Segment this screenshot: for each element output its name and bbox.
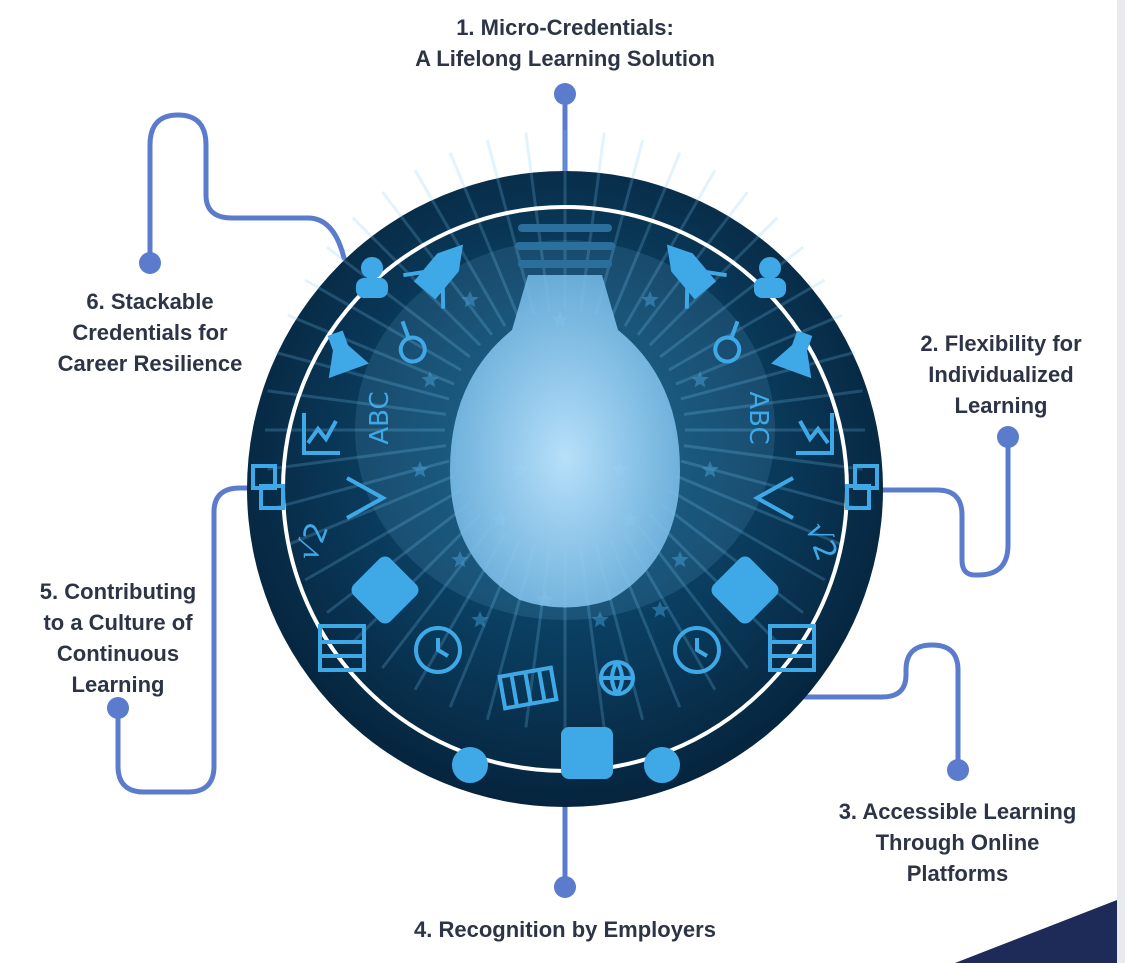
node-label-4: 4. Recognition by Employers — [325, 914, 805, 945]
clock-icon — [673, 626, 721, 674]
globe-icon — [599, 660, 635, 696]
node-label-5-line: Continuous — [56, 641, 180, 666]
page-edge — [1117, 0, 1125, 963]
abc-icon: ABC — [365, 391, 395, 444]
flask-icon — [771, 330, 813, 379]
node-label-6-line: Career Resilience — [57, 351, 243, 376]
light-ray — [287, 474, 455, 547]
connector-6 — [147, 112, 347, 266]
light-ray — [274, 350, 450, 401]
graph-icon — [796, 413, 834, 455]
microscope-icon — [713, 320, 742, 364]
star-icon — [411, 461, 429, 478]
rocket-icon — [666, 244, 727, 309]
graph-icon — [302, 413, 340, 455]
node-label-2-line: Individualized — [928, 362, 1074, 387]
compass-icon — [752, 476, 794, 520]
abacus-icon — [768, 624, 816, 672]
person-icon — [754, 257, 786, 298]
light-ray — [675, 474, 843, 547]
star-icon — [691, 371, 709, 388]
star-icon — [451, 551, 469, 568]
apple-icon — [452, 747, 488, 783]
connector-lines — [115, 91, 1011, 890]
star-icon — [591, 611, 609, 628]
compass-icon — [346, 476, 388, 520]
clock-icon — [414, 626, 462, 674]
node-label-4-line: 4. Recognition by Employers — [414, 917, 716, 942]
star-icon — [471, 611, 489, 628]
connector-dot-6 — [139, 252, 161, 274]
light-ray — [609, 152, 682, 320]
light-ray — [675, 313, 843, 386]
light-ray — [668, 278, 826, 372]
person-icon — [356, 257, 388, 298]
node-label-3-line: 3. Accessible Learning — [838, 799, 1077, 824]
node-label-2-line: 2. Flexibility for — [920, 331, 1082, 356]
connector-dot-5 — [107, 697, 129, 719]
star-icon — [701, 461, 719, 478]
connector-dot-1 — [554, 83, 576, 105]
star-icon — [461, 291, 479, 308]
center-illustration: ABC ABC √2 √2 — [247, 130, 883, 807]
node-label-2: 2. Flexibility for Individualized Learni… — [886, 328, 1116, 421]
light-ray — [304, 488, 462, 582]
light-ray — [304, 278, 462, 372]
node-label-6-line: Credentials for — [72, 320, 228, 345]
light-ray — [668, 488, 826, 582]
node-label-3: 3. Accessible Learning Through Online Pl… — [800, 796, 1115, 889]
node-label-6-line: 6. Stackable — [86, 289, 214, 314]
light-ray — [287, 313, 455, 386]
light-ray — [448, 152, 521, 320]
star-icon — [641, 291, 659, 308]
apple-icon — [644, 747, 680, 783]
node-label-1-line: A Lifelong Learning Solution — [415, 46, 715, 71]
microscope-icon — [398, 320, 427, 364]
node-label-1-line: 1. Micro-Credentials: — [456, 15, 674, 40]
blocks-icon — [845, 464, 879, 510]
lightbulb-icon — [355, 224, 775, 620]
light-ray — [326, 501, 471, 614]
connector-dot-3 — [947, 759, 969, 781]
node-label-5-line: to a Culture of — [43, 610, 193, 635]
light-ray — [683, 444, 863, 471]
abacus-icon — [318, 624, 366, 672]
star-icon — [651, 601, 669, 618]
calculator-icon — [561, 727, 613, 779]
node-label-3-line: Through Online — [875, 830, 1040, 855]
calculator-icon — [711, 556, 779, 624]
connector-dot-4 — [554, 876, 576, 898]
connector-5 — [115, 485, 253, 795]
node-label-5-line: Learning — [71, 672, 165, 697]
node-label-1: 1. Micro-Credentials: A Lifelong Learnin… — [325, 12, 805, 74]
node-label-3-line: Platforms — [906, 861, 1009, 886]
star-icon — [671, 551, 689, 568]
light-ray — [351, 513, 482, 644]
abacus-icon — [497, 665, 559, 711]
connector-dots — [107, 83, 1019, 898]
node-label-5: 5. Contributing to a Culture of Continuo… — [10, 576, 226, 700]
rocket-icon — [403, 244, 464, 309]
blocks-icon — [251, 464, 285, 510]
node-label-5-line: 5. Contributing — [39, 579, 197, 604]
corner-accent-shape — [955, 900, 1117, 963]
calculator-icon — [351, 556, 419, 624]
light-ray — [648, 513, 779, 644]
connector-dot-2 — [997, 426, 1019, 448]
abc-icon: ABC — [743, 391, 773, 444]
flask-icon — [327, 330, 369, 379]
connector-3 — [797, 642, 961, 773]
star-icon — [421, 371, 439, 388]
light-ray — [659, 501, 804, 614]
node-label-2-line: Learning — [954, 393, 1048, 418]
light-ray — [267, 444, 447, 471]
light-ray — [680, 350, 856, 401]
light-ray — [326, 246, 471, 359]
connector-2 — [879, 434, 1011, 578]
light-rays — [265, 130, 865, 730]
node-label-6: 6. Stackable Credentials for Career Resi… — [25, 286, 275, 379]
